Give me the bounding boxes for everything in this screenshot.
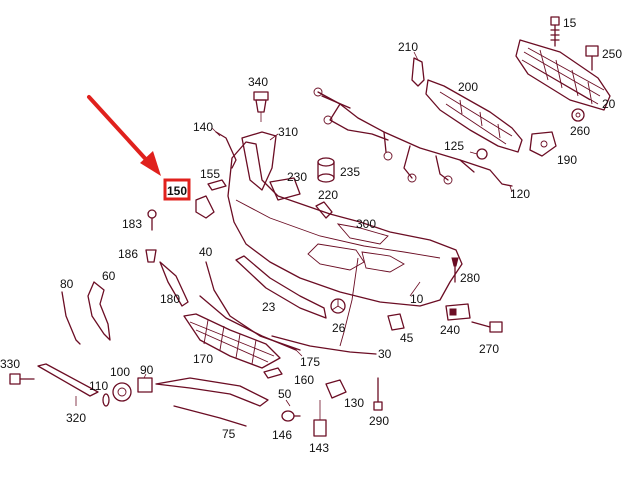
part-330-bolt xyxy=(9,373,35,385)
part-60-strip xyxy=(87,281,111,341)
part-183-screw xyxy=(147,209,157,231)
part-155-clip xyxy=(207,179,227,191)
part-186-clip xyxy=(145,249,157,263)
part-label-186[interactable]: 186 xyxy=(118,247,138,261)
part-260-nut xyxy=(571,108,585,122)
part-label-170[interactable]: 170 xyxy=(193,352,213,366)
part-label-230[interactable]: 230 xyxy=(287,170,307,184)
part-label-155[interactable]: 155 xyxy=(200,167,220,181)
part-label-270[interactable]: 270 xyxy=(479,342,499,356)
part-label-183[interactable]: 183 xyxy=(122,217,142,231)
part-label-45[interactable]: 45 xyxy=(400,331,414,345)
part-label-10[interactable]: 10 xyxy=(410,292,424,306)
part-label-330[interactable]: 330 xyxy=(0,357,20,371)
part-label-235[interactable]: 235 xyxy=(340,165,360,179)
part-label-240[interactable]: 240 xyxy=(440,323,460,337)
part-label-210[interactable]: 210 xyxy=(398,40,418,54)
part-250-bolt xyxy=(585,45,599,71)
part-label-110[interactable]: 110 xyxy=(89,379,108,393)
part-140-trim xyxy=(211,127,237,169)
part-80-strip xyxy=(61,291,81,345)
part-label-120[interactable]: 120 xyxy=(510,187,530,201)
part-label-140[interactable]: 140 xyxy=(193,120,213,134)
part-label-150[interactable]: 150 xyxy=(167,184,187,198)
part-label-300[interactable]: 300 xyxy=(356,217,376,231)
part-label-280[interactable]: 280 xyxy=(460,271,480,285)
part-label-90[interactable]: 90 xyxy=(140,363,154,377)
part-label-15[interactable]: 15 xyxy=(563,16,577,30)
part-146-grommet xyxy=(281,410,301,422)
part-30-strip xyxy=(271,335,377,355)
part-340-screw xyxy=(253,91,269,122)
part-label-40[interactable]: 40 xyxy=(199,245,213,259)
part-130-bracket xyxy=(325,379,347,399)
part-23-strip xyxy=(235,255,327,319)
part-label-80[interactable]: 80 xyxy=(60,277,74,291)
part-10-bumper-cover xyxy=(227,141,463,347)
part-180-bracket xyxy=(159,261,189,307)
part-label-125[interactable]: 125 xyxy=(444,139,464,153)
part-190-bracket xyxy=(529,131,557,157)
part-125-clip xyxy=(469,148,488,160)
part-label-160[interactable]: 160 xyxy=(294,373,314,387)
part-45-bracket xyxy=(387,313,405,331)
part-240-bracket xyxy=(445,303,471,321)
part-175-strip xyxy=(199,295,303,357)
part-label-30[interactable]: 30 xyxy=(378,347,392,361)
part-100-sensor xyxy=(112,382,132,402)
part-label-100[interactable]: 100 xyxy=(110,365,130,379)
part-50-cover xyxy=(285,399,291,407)
part-label-130[interactable]: 130 xyxy=(344,396,364,410)
wiring-harness xyxy=(313,87,513,193)
part-290-bolt xyxy=(373,377,383,411)
part-320-plate xyxy=(37,363,99,406)
part-label-26[interactable]: 26 xyxy=(332,321,346,335)
part-label-175[interactable]: 175 xyxy=(300,355,320,369)
part-270-bolt xyxy=(471,321,503,333)
part-170-grille xyxy=(183,313,281,369)
part-75-strip xyxy=(155,377,269,427)
part-label-50[interactable]: 50 xyxy=(278,387,292,401)
part-label-290[interactable]: 290 xyxy=(369,414,389,428)
part-label-250[interactable]: 250 xyxy=(602,47,622,61)
part-label-310[interactable]: 310 xyxy=(278,125,298,139)
part-label-200[interactable]: 200 xyxy=(458,80,478,94)
part-20-grille xyxy=(515,39,611,111)
part-label-143[interactable]: 143 xyxy=(309,441,329,455)
part-label-60[interactable]: 60 xyxy=(102,269,116,283)
part-label-20[interactable]: 20 xyxy=(602,97,616,111)
part-150-bracket xyxy=(195,195,215,219)
part-label-260[interactable]: 260 xyxy=(570,124,590,138)
part-220-clip xyxy=(315,201,333,219)
part-label-190[interactable]: 190 xyxy=(557,153,577,167)
part-label-75[interactable]: 75 xyxy=(222,427,236,441)
part-15-clip xyxy=(550,16,560,47)
part-26-emblem xyxy=(330,298,346,314)
part-280-screw xyxy=(451,257,459,283)
part-200-absorber xyxy=(425,79,523,153)
pointer-arrow xyxy=(87,95,161,176)
highlight-box[interactable] xyxy=(163,178,191,201)
part-label-180[interactable]: 180 xyxy=(160,292,180,306)
part-90-holder xyxy=(137,373,153,393)
part-160-cap xyxy=(263,367,283,379)
part-label-23[interactable]: 23 xyxy=(262,300,276,314)
part-310-panel xyxy=(241,131,279,191)
part-143-clip xyxy=(313,400,327,437)
part-210-bracket xyxy=(411,51,425,87)
part-label-340[interactable]: 340 xyxy=(248,75,268,89)
part-label-320[interactable]: 320 xyxy=(66,411,86,425)
part-235-cylinder xyxy=(317,157,335,183)
part-label-146[interactable]: 146 xyxy=(272,428,292,442)
part-110-washer xyxy=(102,393,110,407)
part-label-220[interactable]: 220 xyxy=(318,188,338,202)
